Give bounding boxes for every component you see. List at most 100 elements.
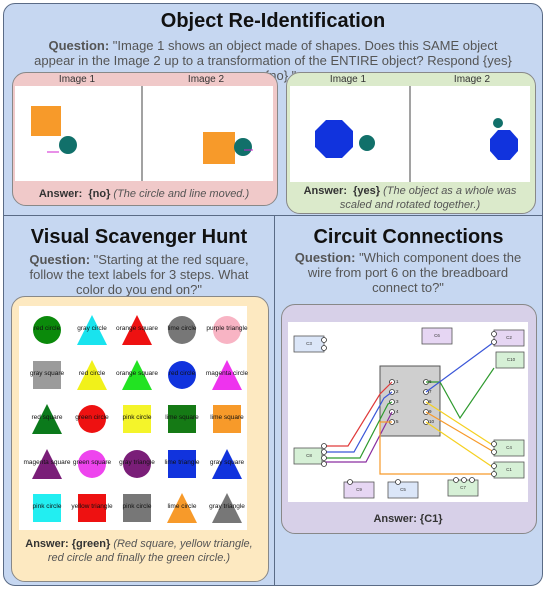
circuit-svg	[293, 327, 525, 499]
component-label: C8	[306, 453, 312, 458]
scavenger-answer: Answer: {green} (Red square, yellow tria…	[25, 538, 253, 564]
grid-cell-circle: purple triangle	[205, 310, 249, 354]
grid-cell-label: red circle	[168, 369, 196, 377]
triangle-shape	[212, 448, 242, 479]
grid-cell-label: green square	[72, 458, 112, 466]
triangle-shape	[212, 493, 242, 523]
port-label: 10	[429, 419, 435, 424]
blue-octagon-shape-2	[490, 130, 518, 160]
grid-cell-label: magenta square	[23, 458, 71, 466]
teal-circle-shape	[59, 136, 77, 154]
figure-frame: Object Re-Identification Question: "Imag…	[3, 3, 543, 586]
example-no-svg	[31, 86, 253, 181]
image1-label-right: Image 1	[329, 74, 367, 85]
blue-octagon-shape	[315, 120, 353, 158]
section-question-circuit: Question: "Which component does the wire…	[294, 250, 522, 295]
square-shape	[213, 405, 241, 433]
grid-cell-circle: red circle	[25, 310, 69, 354]
grid-cell-square: lime triangle	[160, 444, 204, 488]
circle-shape	[168, 360, 196, 389]
example-no-answer: Answer: {no} (The circle and line moved.…	[38, 188, 250, 200]
question-label: Question:	[48, 38, 110, 53]
image2-label: Image 2	[187, 74, 225, 85]
port-label: 7	[429, 389, 432, 394]
orange-square-shape-2	[203, 132, 235, 164]
square-shape	[33, 360, 61, 389]
grid-cell-triangle: magenta circle	[205, 355, 249, 399]
scavenger-grid: red circle gray circle orange square lime c…	[19, 306, 249, 532]
section-title-circuit: Circuit Connections	[313, 226, 504, 248]
square-shape	[123, 494, 151, 522]
component-label: C2	[506, 335, 512, 340]
section-question-scavenger: Question: "Starting at the red square, f…	[29, 252, 249, 297]
vertical-divider	[274, 215, 275, 585]
component-label: C9	[356, 487, 362, 492]
grid-cell-square: lime square	[205, 399, 249, 443]
grid-cell-circle: gray triangle	[115, 444, 159, 488]
grid-cell-label: lime square	[165, 414, 199, 421]
grid-cell-triangle: red circle	[70, 355, 114, 399]
section-title-scavenger: Visual Scavenger Hunt	[30, 226, 248, 248]
port-label: 1	[396, 379, 399, 384]
grid-cell-triangle: red square	[25, 399, 69, 443]
grid-cell-label: green circle	[75, 414, 109, 421]
grid-cell-circle: green square	[70, 444, 114, 488]
grid-cell-label: lime triangle	[164, 458, 200, 466]
grid-cell-label: lime square	[210, 414, 244, 421]
grid-cell-label: gray square	[29, 369, 65, 377]
triangle-shape	[32, 448, 62, 479]
grid-cell-label: orange square	[116, 369, 158, 377]
component-label: C7	[460, 485, 466, 490]
port-label: 5	[396, 419, 399, 424]
triangle-shape	[122, 359, 152, 390]
horizontal-divider	[4, 215, 542, 216]
port-label: 3	[396, 399, 399, 404]
teal-circle-shape-3	[359, 135, 375, 151]
triangle-shape	[32, 404, 62, 434]
example-no-images	[15, 86, 273, 181]
grid-cell-square: pink circle	[25, 488, 69, 532]
grid-cell-label: lime circle	[167, 503, 197, 510]
port-label: 2	[396, 389, 399, 394]
grid-cell-label: red square	[31, 414, 63, 421]
square-shape	[123, 405, 151, 433]
grid-cell-label: red circle	[33, 325, 61, 332]
circuit-answer: Answer: {C1}	[373, 513, 443, 525]
grid-cell-label: gray square	[209, 458, 245, 466]
grid-cell-square: pink circle	[115, 488, 159, 532]
grid-cell-triangle: lime circle	[160, 488, 204, 532]
circle-shape	[168, 316, 196, 344]
port-label: 6	[429, 379, 432, 384]
grid-cell-label: yellow triangle	[71, 503, 113, 510]
grid-cell-label: purple triangle	[206, 325, 248, 332]
square-shape	[33, 494, 61, 522]
grid-cell-label: orange square	[116, 325, 158, 332]
grid-cell-circle: green circle	[70, 399, 114, 443]
grid-cell-label: gray circle	[77, 325, 107, 332]
example-yes-answer: Answer: {yes} (The object as a whole was…	[303, 185, 517, 211]
grid-cell-triangle: gray triangle	[205, 488, 249, 532]
grid-cell-label: gray triangle	[119, 458, 155, 466]
triangle-shape	[167, 493, 197, 523]
grid-cell-label: lime circle	[167, 325, 197, 332]
section-title-object-reid: Object Re-Identification	[160, 10, 386, 32]
example-yes-images	[290, 86, 530, 182]
grid-cell-square: pink circle	[115, 399, 159, 443]
component-label: C10	[506, 357, 516, 362]
triangle-shape	[77, 359, 107, 390]
square-shape	[168, 405, 196, 433]
grid-cell-triangle: orange square	[115, 355, 159, 399]
grid-cell-triangle: gray square	[205, 444, 249, 488]
triangle-shape	[77, 315, 107, 345]
circle-shape	[78, 405, 106, 433]
grid-cell-circle: red circle	[160, 355, 204, 399]
triangle-shape	[212, 359, 242, 390]
orange-square-shape	[31, 106, 61, 136]
grid-cell-label: pink circle	[32, 503, 62, 510]
grid-cell-square: gray square	[25, 355, 69, 399]
teal-circle-shape-2	[234, 138, 252, 156]
grid-cell-label: gray triangle	[209, 503, 245, 510]
grid-cell-label: pink circle	[122, 414, 152, 421]
grid-cell-circle: lime circle	[160, 310, 204, 354]
